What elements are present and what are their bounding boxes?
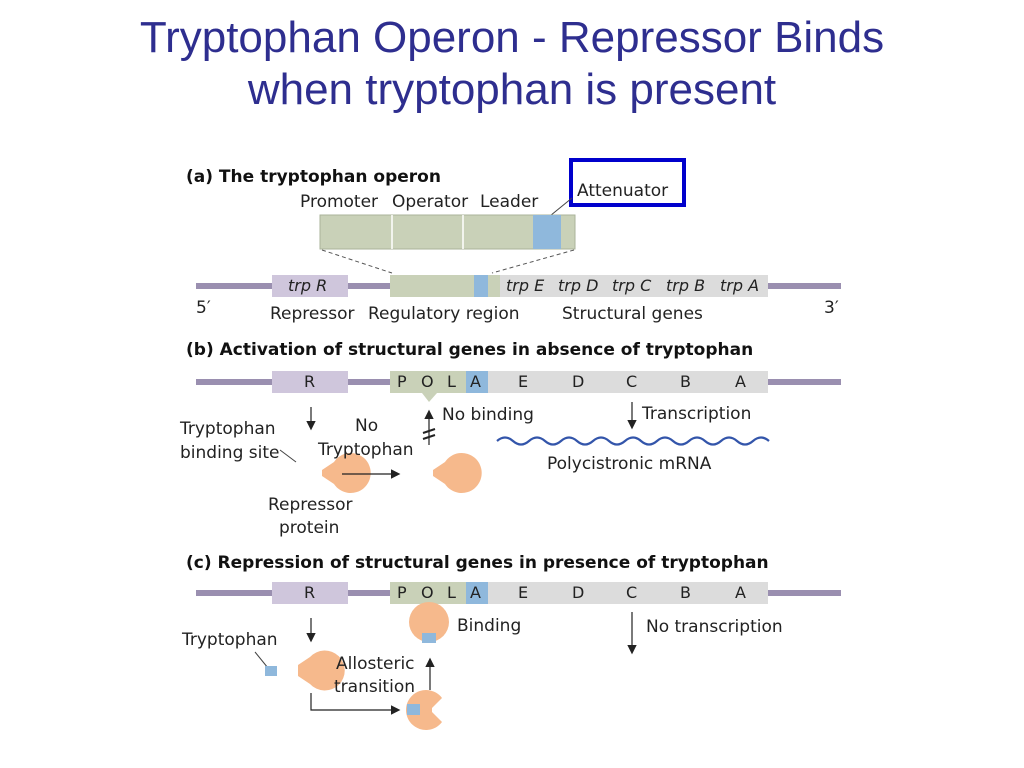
regulatory-box-c [390, 582, 488, 604]
title-line-2: when tryptophan is present [247, 65, 777, 114]
segment-r-b: R [304, 372, 315, 391]
expansion-line-left [321, 249, 393, 274]
gene-trp-a: trp A [720, 276, 759, 295]
repressor-gene-label: Repressor [270, 304, 354, 324]
panel-a-heading: (a) The tryptophan operon [186, 167, 441, 187]
expansion-line-right [491, 249, 575, 274]
segment-o-c: O [421, 583, 434, 602]
elbow-arrow-to-active-repressor [310, 693, 401, 715]
segment-e-b: E [518, 372, 528, 391]
gene-trp-c: trp C [612, 276, 652, 295]
repressor-protein-inactive-c [298, 650, 345, 691]
tryptophan-bound-to-repressor-c [407, 704, 420, 715]
no-tryptophan-label-1: No [355, 416, 378, 436]
operator-label: Operator [392, 192, 468, 212]
regulatory-region-box [390, 275, 500, 297]
no-binding-label: No binding [442, 405, 534, 425]
polycistronic-mrna-label: Polycistronic mRNA [547, 454, 712, 474]
leader-label: Leader [480, 192, 538, 212]
title-line-1: Tryptophan Operon - Repressor Binds [139, 13, 885, 62]
expanded-regulatory-region [319, 214, 576, 250]
repressor-protein-right-b [433, 453, 482, 494]
segment-a-reg-b: A [470, 372, 481, 391]
repressor-bound-to-operator [409, 602, 449, 642]
segment-a-c: A [735, 583, 746, 602]
no-binding-block-mark [422, 428, 436, 440]
no-tryptophan-label-2: Tryptophan [317, 440, 414, 460]
r-gene-box-c [272, 582, 348, 604]
gene-trp-d: trp D [558, 276, 598, 295]
segment-d-b: D [572, 372, 584, 391]
repressor-protein-label-1: Repressor [268, 495, 352, 515]
structural-genes-box [500, 275, 768, 297]
segment-o-b: O [421, 372, 434, 391]
structural-box-b [488, 371, 768, 393]
attenuator-segment-enlarged [533, 215, 561, 249]
panel-b-heading: (b) Activation of structural genes in ab… [186, 340, 753, 360]
allosteric-label-1: Allosteric [336, 654, 415, 674]
binding-site-pointer [279, 449, 297, 463]
gene-trp-b: trp B [666, 276, 705, 295]
segment-p-b: P [397, 372, 407, 391]
repressor-protein-label-2: protein [279, 518, 339, 538]
gene-trp-r: trp R [288, 276, 327, 295]
segment-b-c: B [680, 583, 691, 602]
trp-r-gene-box [272, 275, 348, 297]
panel-c-heading: (c) Repression of structural genes in pr… [186, 553, 769, 573]
tryptophan-pointer-c [254, 651, 269, 669]
repressor-protein-active-c [406, 690, 442, 730]
attenuator-box-b [466, 371, 488, 393]
structural-box-c [488, 582, 768, 604]
binding-site-label-1: Tryptophan [179, 419, 276, 439]
segment-l-b: L [447, 372, 456, 391]
polycistronic-mrna-wave [496, 436, 770, 446]
attenuator-label: Attenuator [577, 181, 668, 201]
free-tryptophan-c [265, 666, 277, 676]
segment-c-c: C [626, 583, 637, 602]
regulatory-box-b [390, 371, 488, 393]
segment-e-c: E [518, 583, 528, 602]
segment-r-c: R [304, 583, 315, 602]
segment-a-reg-c: A [470, 583, 481, 602]
three-prime-label: 3′ [824, 298, 839, 318]
attenuator-box-c [466, 582, 488, 604]
gene-trp-e: trp E [506, 276, 545, 295]
binding-site-label-2: binding site [180, 443, 279, 463]
no-transcription-label: No transcription [646, 617, 783, 637]
five-prime-label: 5′ [196, 298, 211, 318]
allosteric-label-2: transition [334, 677, 415, 697]
r-gene-box-b [272, 371, 348, 393]
segment-c-b: C [626, 372, 637, 391]
segment-p-c: P [397, 583, 407, 602]
tryptophan-bound-on-operator [422, 633, 436, 643]
structural-genes-label: Structural genes [562, 304, 703, 324]
binding-label: Binding [457, 616, 521, 636]
attenuator-highlight-box [569, 158, 686, 207]
operator-notch-b [422, 393, 437, 402]
repressor-protein-inactive-b [322, 453, 371, 494]
segment-d-c: D [572, 583, 584, 602]
slide-title: Tryptophan Operon - Repressor Binds when… [0, 12, 1024, 116]
regulatory-region-label: Regulatory region [368, 304, 520, 324]
segment-a-b: A [735, 372, 746, 391]
tryptophan-label-c: Tryptophan [181, 630, 278, 650]
transcription-label: Transcription [641, 404, 751, 424]
segment-l-c: L [447, 583, 456, 602]
promoter-label: Promoter [300, 192, 378, 212]
segment-b-b: B [680, 372, 691, 391]
attenuator-segment-small [474, 275, 488, 297]
